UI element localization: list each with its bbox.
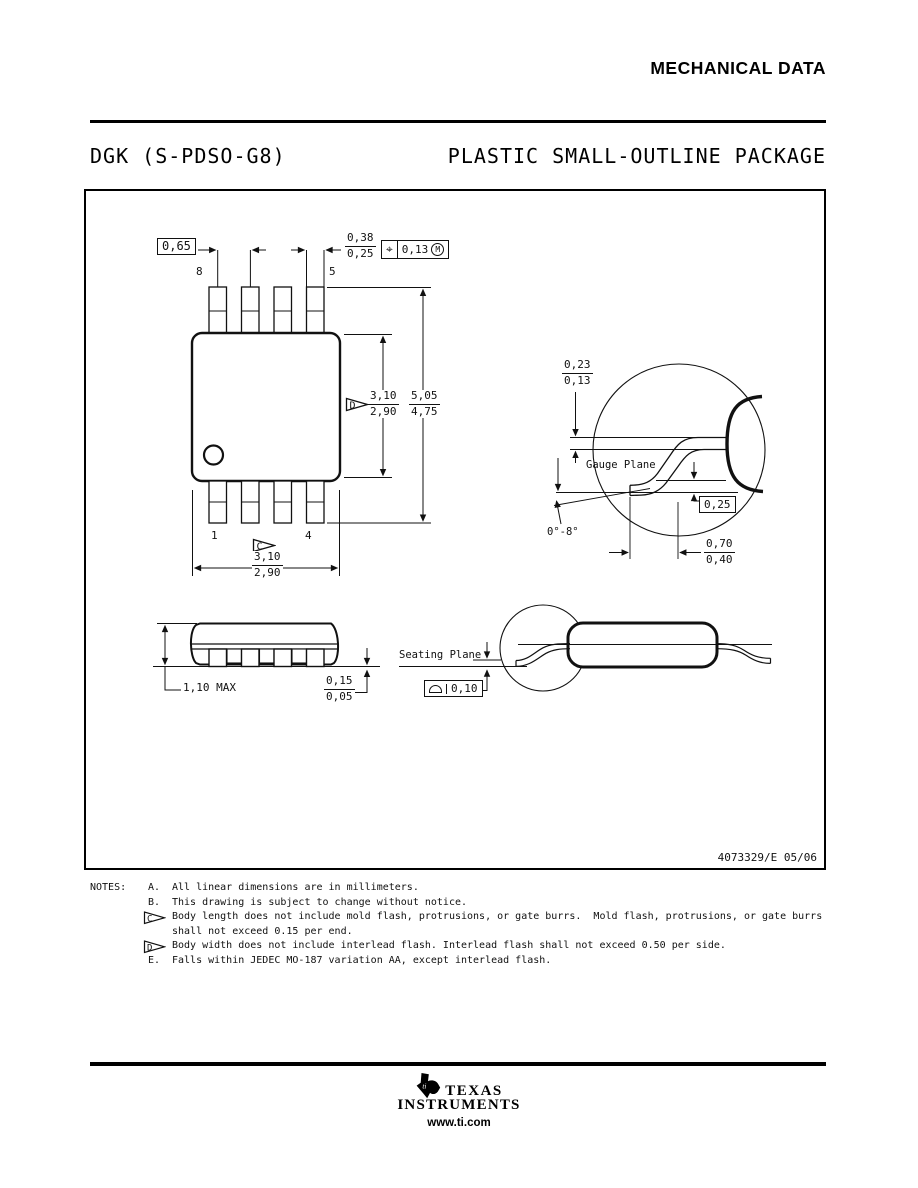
drawing-number: 4073329/E 05/06 bbox=[717, 851, 817, 864]
website-link[interactable]: www.ti.com bbox=[427, 1117, 491, 1129]
svg-text:D: D bbox=[147, 944, 152, 954]
notes-section: NOTES: A. All linear dimensions are in m… bbox=[90, 881, 838, 969]
ti-logo-icon: ti bbox=[416, 1073, 441, 1099]
package-code: DGK (S-PDSO-G8) bbox=[90, 144, 286, 168]
header-divider bbox=[90, 120, 826, 123]
seating-plane-label: Seating Plane bbox=[399, 649, 482, 661]
gauge-plane-label: Gauge Plane bbox=[586, 459, 656, 471]
svg-text:ti: ti bbox=[423, 1081, 427, 1090]
body-width-dim: 3,10 2,90 bbox=[368, 389, 399, 418]
pitch-dim: 0,65 bbox=[157, 238, 196, 255]
mmc-modifier-icon: M bbox=[431, 243, 445, 256]
lead-thickness-dim: 0,23 0,13 bbox=[562, 358, 593, 387]
note-c-triangle-icon: C bbox=[143, 911, 166, 925]
package-type: PLASTIC SMALL-OUTLINE PACKAGE bbox=[447, 144, 826, 168]
lead-width-dim: 0,38 0,25 bbox=[345, 231, 376, 260]
note-ref-c-marker: C bbox=[252, 538, 276, 553]
note-d: D Body width does not include interlead … bbox=[143, 939, 838, 954]
brand-name-bottom: INSTRUMENTS bbox=[397, 1097, 521, 1113]
pin-number-5: 5 bbox=[329, 265, 336, 278]
pin-number-4: 4 bbox=[305, 529, 312, 542]
svg-text:C: C bbox=[147, 915, 152, 925]
svg-text:C: C bbox=[257, 542, 263, 553]
footer-divider bbox=[90, 1062, 826, 1066]
brand-name-top: TEXAS bbox=[445, 1083, 503, 1099]
footer-brand: ti TEXAS INSTRUMENTS www.ti.com bbox=[0, 1072, 918, 1129]
notes-title: NOTES: bbox=[90, 882, 127, 893]
note-b: B. This drawing is subject to change wit… bbox=[148, 896, 468, 908]
svg-text:D: D bbox=[350, 401, 356, 412]
note-d-triangle-icon: D bbox=[143, 940, 166, 954]
note-c: C Body length does not include mold flas… bbox=[143, 910, 838, 939]
note-ref-d-marker: D bbox=[345, 397, 369, 412]
height-dim: 1,10 MAX bbox=[183, 681, 236, 694]
lead-span-dim: 5,05 4,75 bbox=[409, 389, 440, 418]
gauge-offset-dim: 0,25 bbox=[699, 496, 736, 513]
page-title: MECHANICAL DATA bbox=[650, 58, 826, 78]
drawing-frame bbox=[84, 189, 826, 870]
flatness-value: 0,10 bbox=[451, 682, 478, 695]
seating-plane-symbol-icon bbox=[429, 684, 442, 693]
position-tolerance-frame: ⌖ 0,13 M bbox=[381, 240, 450, 259]
body-length-dim: 3,10 2,90 bbox=[252, 550, 283, 579]
standoff-dim: 0,15 0,05 bbox=[324, 674, 355, 703]
position-symbol-icon: ⌖ bbox=[386, 242, 393, 256]
flatness-tolerance-frame: 0,10 bbox=[424, 680, 483, 697]
pin-number-1: 1 bbox=[211, 529, 218, 542]
foot-length-dim: 0,70 0,40 bbox=[704, 537, 735, 566]
note-a: A. All linear dimensions are in millimet… bbox=[148, 882, 419, 893]
note-e: E. Falls within JEDEC MO-187 variation A… bbox=[148, 955, 552, 966]
lead-angle-dim: 0°-8° bbox=[547, 526, 579, 538]
position-tolerance-value: 0,13 bbox=[401, 243, 429, 256]
pin-number-8: 8 bbox=[196, 265, 203, 278]
